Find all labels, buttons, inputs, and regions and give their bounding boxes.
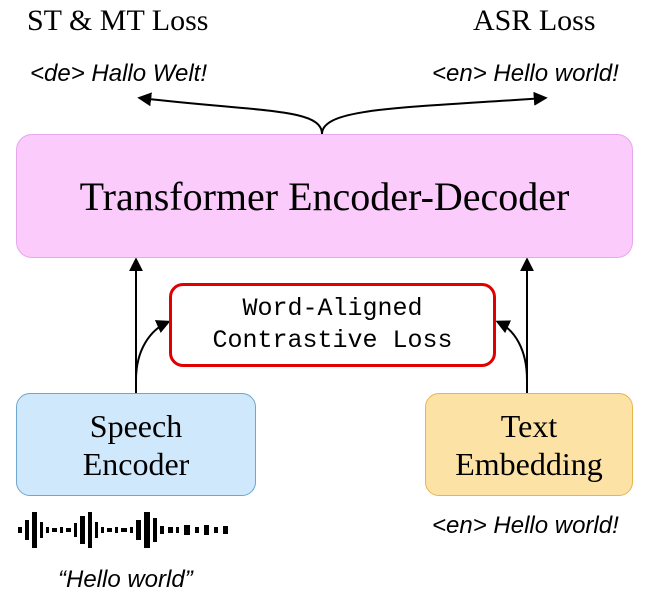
text-embedding-box: Text Embedding xyxy=(425,393,633,496)
speech-encoder-line1: Speech xyxy=(89,407,183,444)
word-aligned-contrastive-loss-box: Word-Aligned Contrastive Loss xyxy=(169,283,496,367)
german-output-text: <de> Hallo Welt! xyxy=(30,60,207,87)
transformer-label: Transformer Encoder-Decoder xyxy=(79,173,570,219)
english-output-text: <en> Hello world! xyxy=(432,60,619,87)
arrow-to-st-mt-loss xyxy=(137,92,323,135)
text-embedding-line1: Text xyxy=(500,407,558,444)
speech-encoder-box: Speech Encoder xyxy=(16,393,256,496)
text-embedding-line2: Embedding xyxy=(455,445,603,482)
arrow-speech-to-contrastive xyxy=(135,320,171,381)
arrow-to-asr-loss xyxy=(321,91,548,135)
contrastive-line1: Word-Aligned xyxy=(242,294,423,323)
arrow-text-to-contrastive xyxy=(495,320,528,381)
text-input-text: <en> Hello world! xyxy=(432,512,619,539)
contrastive-line2: Contrastive Loss xyxy=(212,326,453,355)
asr-loss-label: ASR Loss xyxy=(473,4,596,37)
st-mt-loss-label: ST & MT Loss xyxy=(27,4,209,37)
speech-encoder-line2: Encoder xyxy=(82,445,190,482)
speech-waveform-icon xyxy=(18,512,228,548)
transformer-encoder-decoder-box: Transformer Encoder-Decoder xyxy=(16,134,633,258)
speech-input-text: “Hello world” xyxy=(58,566,193,593)
